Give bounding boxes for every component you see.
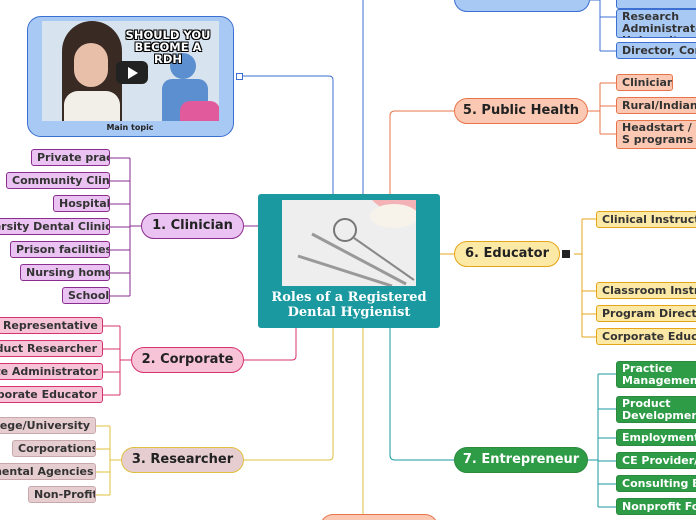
administrator-item[interactable]: Research Administrator University xyxy=(616,9,696,38)
entrepreneur-item[interactable]: CE Provider/ xyxy=(616,452,696,469)
corporate-item[interactable]: Corporate Administrator xyxy=(0,363,103,380)
main-topic-label: Main topic xyxy=(106,123,154,132)
clinician-item[interactable]: Prison facilities xyxy=(10,241,110,258)
public-health-item[interactable]: Clinician xyxy=(616,74,673,91)
administrator-item[interactable]: Director, Corporate xyxy=(616,42,696,59)
educator-item[interactable]: Program Director xyxy=(596,305,696,322)
educator-item[interactable]: Clinical Instructor xyxy=(596,211,696,228)
researcher-item[interactable]: Non-Profit xyxy=(28,486,96,503)
researcher-item[interactable]: College/University xyxy=(0,417,96,434)
educator-item[interactable]: Corporate Educator xyxy=(596,328,696,345)
central-title: Roles of a Registered Dental Hygienist xyxy=(271,290,427,320)
entrepreneur-item[interactable]: Employment S xyxy=(616,429,696,446)
branch-bottom-partial[interactable] xyxy=(320,514,438,520)
corporate-item[interactable]: Sales Representative xyxy=(0,317,103,334)
clinician-item[interactable]: Nursing homes xyxy=(20,264,110,281)
clinician-item[interactable]: Schools xyxy=(62,287,110,304)
public-health-item[interactable]: Headstart / S programs xyxy=(616,120,696,149)
link-icon[interactable] xyxy=(236,73,243,80)
play-icon[interactable] xyxy=(116,61,148,84)
public-health-item[interactable]: Rural/Indian xyxy=(616,97,696,114)
clinician-item[interactable]: University Dental Clinics xyxy=(0,218,110,235)
central-topic[interactable]: Roles of a Registered Dental Hygienist xyxy=(258,194,440,328)
note-icon[interactable] xyxy=(562,250,570,258)
corporate-item[interactable]: Product Researcher xyxy=(0,340,103,357)
entrepreneur-item[interactable]: Nonprofit Fou xyxy=(616,498,696,515)
clinician-item[interactable]: Hospitals xyxy=(53,195,110,212)
video-thumbnail[interactable]: SHOULD YOU BECOME A RDH xyxy=(42,21,219,121)
branch-public-health[interactable]: 5. Public Health xyxy=(454,98,588,124)
main-topic-node[interactable]: SHOULD YOU BECOME A RDH Main topic xyxy=(27,16,234,137)
clinician-item[interactable]: Private practice xyxy=(31,149,110,166)
administrator-item[interactable] xyxy=(616,0,696,9)
video-overlay-text: SHOULD YOU BECOME A RDH xyxy=(125,28,211,66)
branch-educator[interactable]: 6. Educator xyxy=(454,241,560,267)
branch-corporate[interactable]: 2. Corporate xyxy=(131,347,244,373)
educator-item[interactable]: Classroom Instructor xyxy=(596,282,696,299)
entrepreneur-item[interactable]: Consulting Bu xyxy=(616,475,696,492)
branch-entrepreneur[interactable]: 7. Entrepreneur xyxy=(454,447,588,473)
entrepreneur-item[interactable]: Practice Management Company xyxy=(616,361,696,388)
clinician-item[interactable]: Community Clinic xyxy=(6,172,110,189)
corporate-item[interactable]: Corporate Educator xyxy=(0,386,103,403)
researcher-item[interactable]: Corporations xyxy=(12,440,96,457)
branch-clinician[interactable]: 1. Clinician xyxy=(141,213,244,239)
researcher-item[interactable]: Governmental Agencies xyxy=(0,463,96,480)
branch-administrator[interactable] xyxy=(454,0,590,12)
entrepreneur-item[interactable]: Product Development Sales xyxy=(616,396,696,423)
dental-tools-image xyxy=(282,200,416,286)
branch-researcher[interactable]: 3. Researcher xyxy=(121,447,244,473)
